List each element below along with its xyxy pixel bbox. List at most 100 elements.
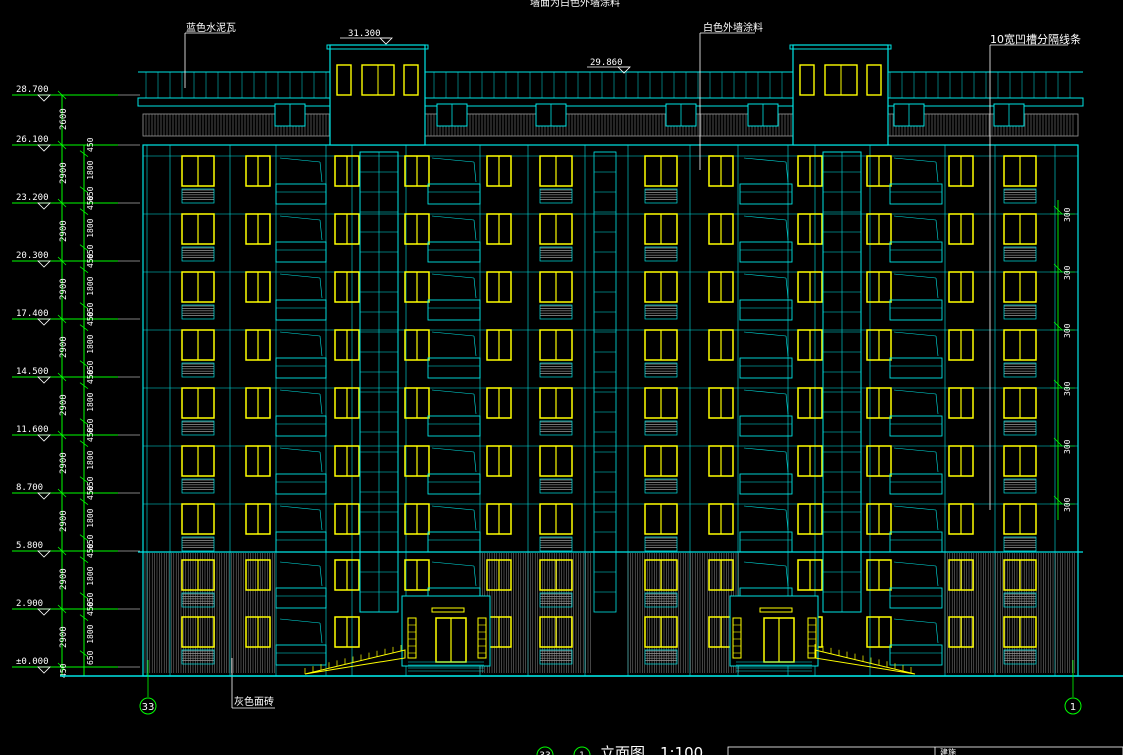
level-marker: [37, 94, 51, 102]
balcony-glass: [785, 565, 789, 587]
right-dim-tick: [1053, 495, 1063, 505]
elev-roof-mid: 29.860: [587, 58, 631, 74]
balcony-glass: [279, 447, 321, 453]
window-sill-grille: [1003, 304, 1037, 320]
balcony-rail: [889, 644, 943, 666]
roof-tile-outline: [142, 113, 1079, 137]
level-marker: [37, 492, 51, 500]
tower-cap: [789, 44, 892, 50]
grille-frame: [181, 649, 215, 665]
grille-frame: [1003, 362, 1037, 378]
balcony-glass: [743, 157, 787, 163]
sub-dim-top: 450: [86, 427, 95, 442]
balcony-glass: [279, 561, 321, 567]
title-text: 立面图: [600, 744, 645, 755]
grille-frame: [181, 362, 215, 378]
dim-tick: [57, 256, 67, 266]
window-sill-grille: [181, 592, 215, 608]
sub-tick: [79, 244, 89, 251]
window-sill-grille: [644, 188, 678, 204]
level-marker: [37, 550, 51, 558]
level-marker: [37, 608, 51, 616]
sub-dim-mid: 1800: [86, 160, 95, 179]
sub-dim-bot: 650: [86, 360, 95, 375]
right-dim-label: 300: [1063, 207, 1072, 222]
window-sill-grille: [539, 420, 573, 436]
balcony-rail: [275, 473, 327, 495]
entrance-canopy: [431, 607, 465, 613]
balcony-glass: [319, 161, 323, 183]
sub-dim-bot: 650: [86, 650, 95, 665]
floor-height-label: 2900: [59, 568, 69, 590]
grille-frame: [181, 304, 215, 320]
grille-frame: [539, 304, 573, 320]
grille-frame: [181, 478, 215, 494]
tower-window-side: [403, 64, 419, 96]
balcony-glass: [935, 622, 939, 644]
window-sill-grille: [644, 536, 678, 552]
balcony-glass: [473, 393, 477, 415]
balcony-glass: [279, 618, 321, 624]
sub-dim-top: 450: [86, 543, 95, 558]
entrance-porch: [729, 595, 819, 667]
balcony-glass: [279, 331, 321, 337]
balcony-glass: [785, 393, 789, 415]
dim-tick: [57, 488, 67, 498]
side-lite: [477, 617, 487, 659]
sub-dim-bot: 650: [86, 186, 95, 201]
window-sill-grille: [539, 649, 573, 665]
tower-window-side: [336, 64, 352, 96]
entrance-set: [401, 595, 819, 672]
entrance-canopy: [759, 607, 793, 613]
balcony-glass: [743, 505, 787, 511]
balcony-rail: [739, 241, 793, 263]
title-scale: 1:100: [660, 744, 703, 755]
balcony-glass: [431, 331, 475, 337]
sub-dim-mid: 1800: [86, 566, 95, 585]
dim-tick: [57, 604, 67, 614]
annotation-wall-paint: 白色外墙涂料: [699, 21, 763, 170]
balcony-glass: [893, 389, 937, 395]
window-set: [181, 155, 1037, 665]
balcony-glass: [893, 618, 937, 624]
balcony-glass: [743, 389, 787, 395]
dim-tick: [57, 90, 67, 100]
balcony-rail: [739, 183, 793, 205]
dim-tick: [57, 140, 67, 150]
balcony-rail: [427, 357, 481, 379]
balcony-set: [275, 157, 943, 666]
level-marker: [37, 666, 51, 674]
balcony-glass: [431, 447, 475, 453]
sub-tick: [79, 498, 89, 506]
right-dim-tick: [1053, 205, 1063, 215]
level-label: 2.900: [16, 599, 43, 609]
window-sill-grille: [181, 649, 215, 665]
balcony-rail: [427, 531, 481, 553]
balcony-glass: [473, 219, 477, 241]
stair-tower-glazing: [359, 151, 862, 613]
grille-frame: [539, 649, 573, 665]
balcony-glass: [893, 215, 937, 221]
right-dim-tick: [1053, 263, 1063, 273]
balcony-glass: [743, 447, 787, 453]
entrance-porch: [401, 595, 491, 667]
window-sill-grille: [539, 188, 573, 204]
sub-dim-top: 450: [86, 195, 95, 210]
base-tile-hatch: [144, 553, 1075, 673]
balcony-rail: [275, 357, 327, 379]
balcony-glass: [935, 451, 939, 473]
grille-frame: [644, 420, 678, 436]
window-sill-grille: [539, 246, 573, 262]
grid-label-left: 33: [142, 702, 155, 713]
balcony-rail: [739, 357, 793, 379]
left-dimension-column: 28.70026.10023.20020.30017.40014.50011.6…: [12, 85, 140, 678]
sub-tick: [79, 208, 89, 216]
grille-frame: [644, 304, 678, 320]
window-sill-grille: [181, 478, 215, 494]
balcony-glass: [893, 331, 937, 337]
balcony-glass: [935, 277, 939, 299]
window-sill-grille: [1003, 420, 1037, 436]
building-facade: [137, 44, 1084, 677]
floor-height-label: 2900: [59, 626, 69, 648]
grille-frame: [1003, 649, 1037, 665]
